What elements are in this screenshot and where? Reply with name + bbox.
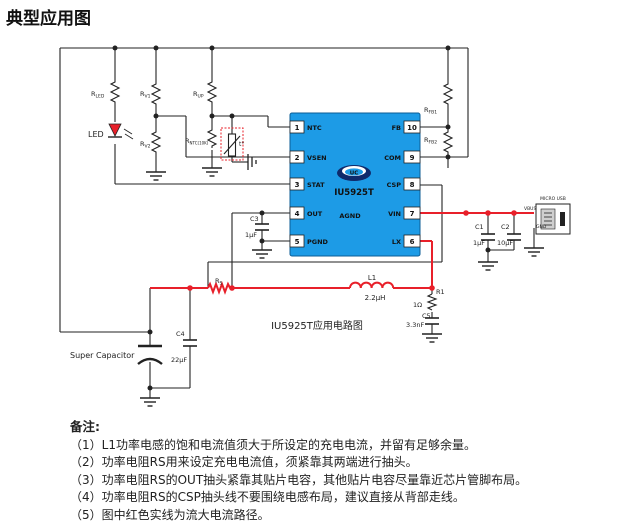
pin-name-ntc: NTC	[307, 124, 322, 132]
label-l1-value: 2.2μH	[365, 294, 386, 302]
label-c5-value: 3.3nF	[406, 321, 424, 329]
usb-vbus-label: VBUS	[524, 206, 536, 212]
pin-number: 10	[407, 124, 417, 132]
usb-gnd-label: GND	[536, 224, 547, 230]
pin-number: 6	[410, 238, 415, 246]
label-c4-value: 22μF	[171, 356, 187, 364]
chip-logo-text: UC	[350, 171, 359, 177]
pin-name-lx: LX	[392, 238, 401, 246]
pin-name-fb: FB	[392, 124, 401, 132]
label-rfb2: RFB2	[424, 136, 437, 146]
ground-icon	[146, 172, 166, 180]
note-item: （1）L1功率电感的饱和电流值须大于所设定的充电电流，并留有足够余量。	[70, 437, 527, 455]
resistor-rfb1	[444, 82, 452, 106]
label-r1-value: 1Ω	[413, 301, 422, 309]
pin-number: 5	[295, 238, 300, 246]
resistor-rv1	[152, 82, 160, 106]
label-c5: C5	[422, 312, 431, 320]
thermistor-icon	[224, 134, 240, 156]
usb-title: MICRO USB	[540, 196, 566, 202]
label-c4: C4	[176, 330, 185, 338]
label-c1-value: 1μF	[473, 239, 485, 247]
note-item: （4）功率电阻RS的CSP抽头线不要围绕电感布局，建议直接从背部走线。	[70, 489, 527, 507]
label-super-capacitor: Super Capacitor	[70, 351, 135, 360]
ground-icon	[422, 334, 442, 342]
pin-name-out: OUT	[307, 210, 323, 218]
chip-name: IU5925T	[334, 188, 374, 198]
pin-number: 2	[295, 154, 300, 162]
label-rup: RUP	[193, 90, 204, 100]
pin-name-com: COM	[384, 154, 401, 162]
label-rv2: RV2	[140, 140, 151, 150]
label-c1: C1	[475, 223, 484, 231]
pin-name-vsen: VSEN	[307, 154, 327, 162]
chip-agnd-label: AGND	[339, 212, 361, 220]
label-led: LED	[88, 130, 104, 139]
label-c3-value: 1μF	[245, 231, 257, 239]
pin-number: 4	[295, 210, 300, 218]
label-l1: L1	[368, 274, 376, 282]
label-rv1: RV1	[140, 90, 151, 100]
pin-number: 9	[410, 154, 415, 162]
pin-name-pgnd: PGND	[307, 238, 329, 246]
label-c2: C2	[501, 223, 510, 231]
ground-icon	[252, 250, 272, 258]
resistor-rfb2	[444, 130, 452, 154]
label-rled: RLED	[91, 90, 105, 100]
pin-number: 7	[410, 210, 415, 218]
thermistor-t-label: t°	[239, 141, 244, 148]
notes-heading: 备注:	[70, 418, 527, 436]
resistor-rntc	[208, 128, 216, 148]
pin-name-csp: CSP	[387, 181, 402, 189]
circuit-schematic: t°	[0, 0, 625, 418]
label-c3: C3	[250, 215, 259, 223]
note-item: （3）功率电阻RS的OUT抽头紧靠其贴片电容，其他贴片电容尽量靠近芯片管脚布局。	[70, 472, 527, 490]
pin-name-stat: STAT	[307, 181, 325, 189]
note-item: （2）功率电阻RS用来设定充电电流值，须紧靠其两端进行抽头。	[70, 454, 527, 472]
pin-number: 8	[410, 181, 415, 189]
ground-icon	[524, 248, 544, 256]
super-capacitor-icon	[138, 346, 162, 364]
resistor-rv2	[152, 130, 160, 154]
thermistor-ground-icon	[248, 154, 256, 170]
resistor-rup	[208, 80, 216, 104]
resistor-r1	[428, 294, 436, 310]
pin-number: 3	[295, 181, 300, 189]
resistor-rled	[111, 80, 119, 104]
ground-icon	[478, 262, 498, 270]
note-item: （5）图中红色实线为流大电流路径。	[70, 507, 527, 524]
pin-name-vin: VIN	[388, 210, 401, 218]
pin-number: 1	[295, 124, 300, 132]
led-icon	[108, 124, 133, 139]
label-r1: R1	[436, 288, 445, 296]
label-rntc: RNTC(10K)	[185, 137, 209, 146]
notes-section: 备注: （1）L1功率电感的饱和电流值须大于所设定的充电电流，并留有足够余量。 …	[70, 418, 527, 524]
label-rfb1: RFB1	[424, 106, 437, 116]
ground-icon	[140, 398, 160, 406]
circuit-title: IU5925T应用电路图	[271, 319, 363, 332]
ground-icon	[202, 168, 222, 176]
label-c2-value: 10μF	[497, 239, 513, 247]
